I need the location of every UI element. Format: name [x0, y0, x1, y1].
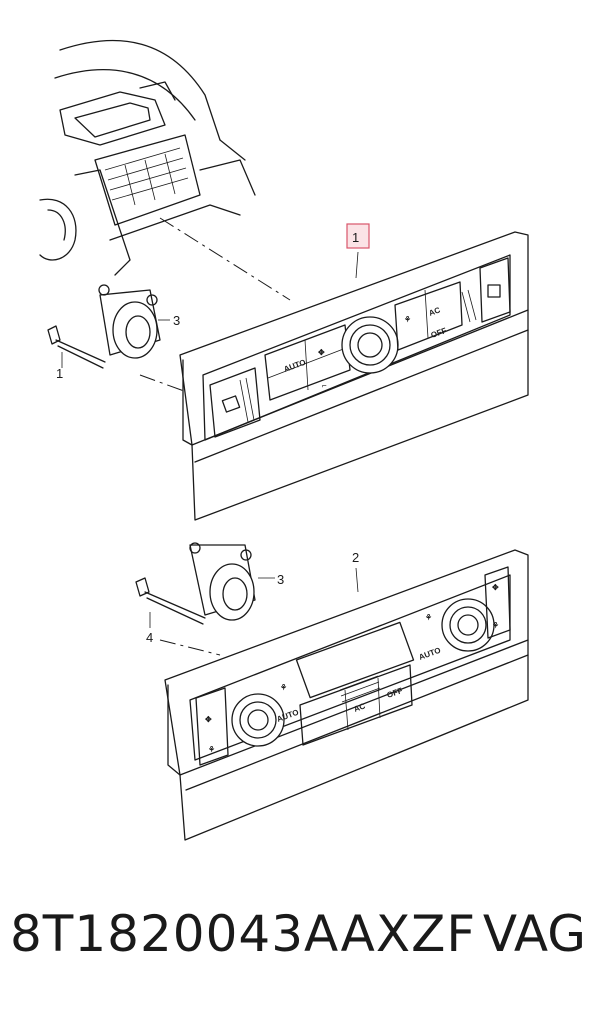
parts-diagram: AUTO ✥ ⌐ AC OFF ⚘ — [39, 39, 529, 841]
bracket-upper — [98, 284, 161, 359]
ac-button-upper: AC — [428, 305, 442, 317]
svg-text:✥: ✥ — [492, 583, 499, 592]
svg-text:⚘: ⚘ — [208, 745, 215, 754]
callout-highlight — [346, 223, 370, 249]
climate-control-unit-upper: AUTO ✥ ⌐ AC OFF ⚘ — [179, 231, 529, 521]
svg-text:⚘: ⚘ — [404, 315, 411, 324]
svg-text:⚘: ⚘ — [425, 613, 432, 622]
dashboard-sketch — [39, 39, 256, 276]
climate-control-unit-lower: AC OFF AUTO AUTO ✥ ⚘ ✥ ⚘ ⚘ ⚘ — [164, 549, 529, 841]
callout-4: 4 — [146, 630, 153, 645]
callout-3-upper: 3 — [173, 313, 180, 328]
part-number: 8T1820043AAXZF — [10, 905, 477, 963]
caption: 8T1820043AAXZF VAG — [0, 905, 600, 985]
callout-1-screw: 1 — [56, 366, 63, 381]
screw-upper — [47, 325, 106, 369]
svg-text:✥: ✥ — [318, 348, 325, 357]
bracket-lower — [189, 542, 256, 621]
svg-text:✥: ✥ — [205, 715, 212, 724]
brand-label: VAG — [482, 905, 586, 963]
callout-2: 2 — [352, 550, 359, 565]
callout-3-lower: 3 — [277, 572, 284, 587]
svg-text:⌐: ⌐ — [322, 381, 327, 390]
svg-text:⚘: ⚘ — [280, 683, 287, 692]
ac-button-lower: AC — [353, 701, 367, 713]
alignment-line — [159, 217, 291, 301]
svg-text:⚘: ⚘ — [492, 621, 499, 630]
screw-lower — [135, 577, 206, 625]
callout-1: 1 — [352, 230, 359, 245]
